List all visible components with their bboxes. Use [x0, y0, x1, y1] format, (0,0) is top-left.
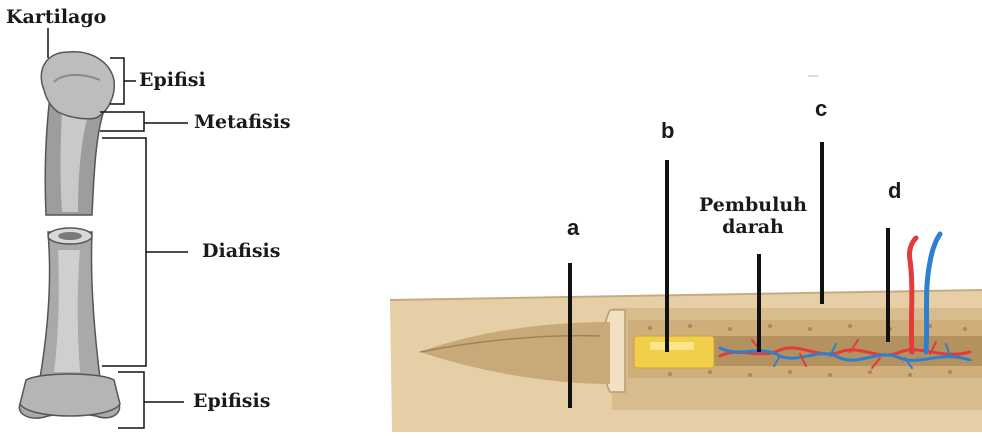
- label-b: b: [661, 118, 674, 144]
- label-c: c: [815, 96, 827, 122]
- kartilago-label: Kartilago: [6, 6, 106, 28]
- metafisis-bracket: [100, 112, 144, 131]
- diafisis-bracket: [102, 138, 146, 366]
- pembuluh-darah-label: Pembuluh darah: [683, 194, 823, 238]
- label-d: d: [888, 178, 901, 204]
- pembuluh-darah-line2: darah: [683, 216, 823, 238]
- epifisis-label: Epifisis: [193, 390, 270, 412]
- epifisis-bracket: [118, 372, 144, 428]
- bone-section-illustration: [390, 76, 982, 432]
- pembuluh-darah-line1: Pembuluh: [683, 194, 823, 216]
- diafisis-label: Diafisis: [202, 240, 280, 262]
- label-a: a: [567, 215, 579, 241]
- long-bone-illustration: [19, 52, 120, 418]
- metafisis-label: Metafisis: [194, 111, 291, 133]
- epifisi-label: Epifisi: [139, 69, 206, 91]
